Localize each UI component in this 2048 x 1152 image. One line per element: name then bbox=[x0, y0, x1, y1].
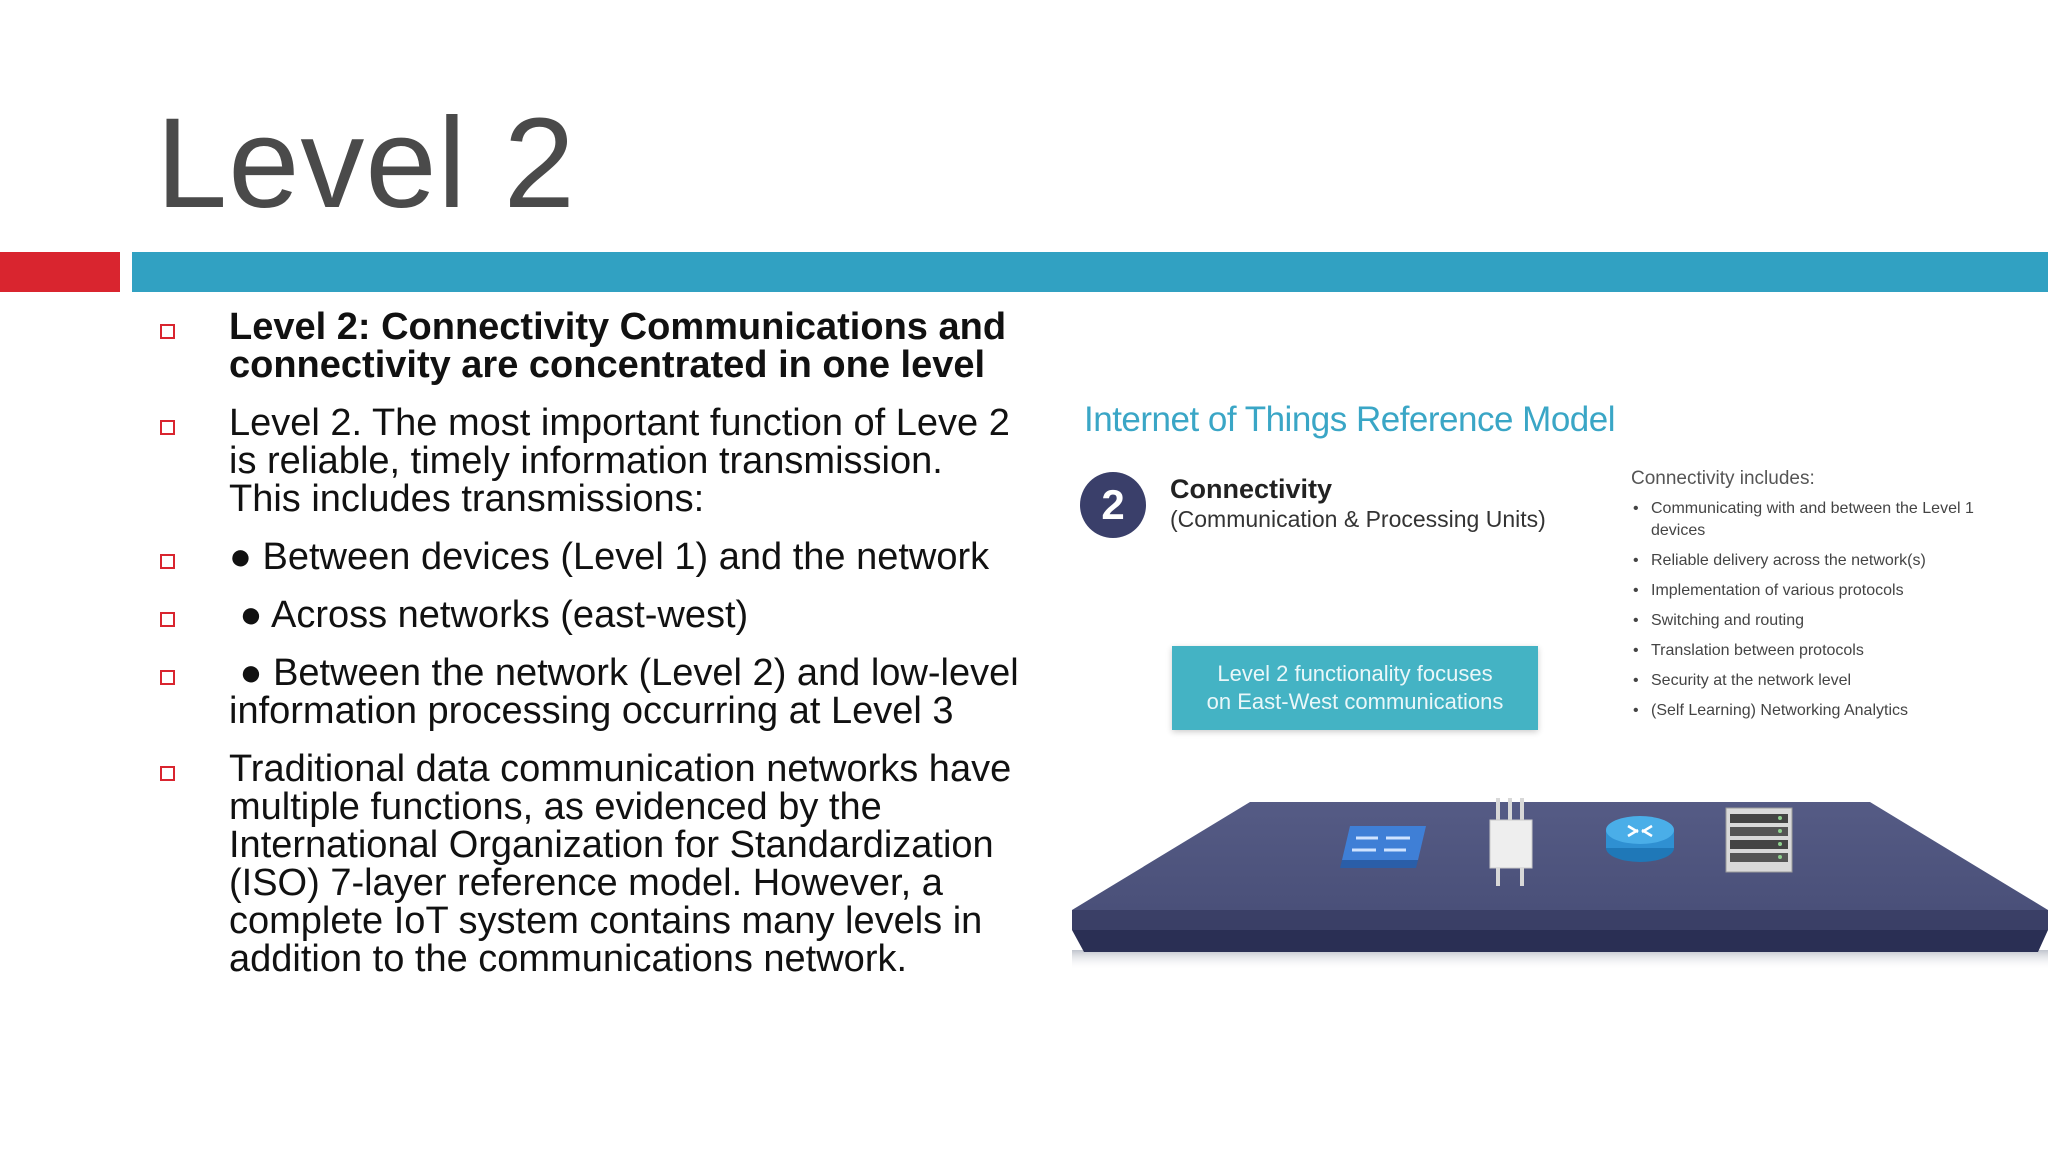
list-item: Reliable delivery across the network(s) bbox=[1631, 550, 2031, 572]
bullet-list: Level 2: Connectivity Communications and… bbox=[160, 308, 1020, 998]
callout-line: on East-West communications bbox=[1206, 689, 1504, 714]
bullet-text: Traditional data communication networks … bbox=[229, 748, 1012, 980]
bullet-item: ● Across networks (east-west) bbox=[160, 596, 1020, 634]
callout-line: Level 2 functionality focuses bbox=[1217, 661, 1493, 686]
bullet-item: ● Between the network (Level 2) and low-… bbox=[160, 654, 1020, 730]
network-platform bbox=[1072, 798, 2048, 970]
slide-title: Level 2 bbox=[156, 92, 576, 235]
list-item: Implementation of various protocols bbox=[1631, 580, 2031, 602]
square-bullet-icon bbox=[160, 324, 175, 339]
bullet-item: Traditional data communication networks … bbox=[160, 750, 1020, 978]
platform-shadow bbox=[1072, 950, 2048, 970]
accent-bar-teal bbox=[132, 252, 2048, 292]
includes-list: Communicating with and between the Level… bbox=[1631, 498, 2031, 730]
includes-title: Connectivity includes: bbox=[1631, 468, 1815, 489]
list-item: (Self Learning) Networking Analytics bbox=[1631, 700, 2031, 722]
switch-icon bbox=[1340, 826, 1426, 868]
list-item: Communicating with and between the Level… bbox=[1631, 498, 2031, 542]
figure-title: Internet of Things Reference Model bbox=[1084, 400, 1616, 439]
wireless-access-point-icon bbox=[1489, 798, 1533, 886]
list-item: Switching and routing bbox=[1631, 610, 2031, 632]
platform-top bbox=[1072, 802, 2048, 910]
connectivity-title: Connectivity bbox=[1170, 474, 1333, 504]
square-bullet-icon bbox=[160, 612, 175, 627]
platform-edge bbox=[1072, 910, 2048, 930]
bullet-item: Level 2. The most important function of … bbox=[160, 404, 1020, 518]
square-bullet-icon bbox=[160, 420, 175, 435]
bullet-text: ● Across networks (east-west) bbox=[229, 594, 749, 636]
connectivity-subtitle: (Communication & Processing Units) bbox=[1170, 506, 1546, 532]
bullet-text: Level 2: Connectivity Communications and… bbox=[229, 306, 1007, 386]
bullet-item: Level 2: Connectivity Communications and… bbox=[160, 308, 1020, 384]
bullet-text: ● Between devices (Level 1) and the netw… bbox=[229, 536, 990, 578]
bullet-text: ● Between the network (Level 2) and low-… bbox=[229, 652, 1019, 732]
bullet-item: ● Between devices (Level 1) and the netw… bbox=[160, 538, 1020, 576]
square-bullet-icon bbox=[160, 766, 175, 781]
callout-box: Level 2 functionality focuses on East-We… bbox=[1172, 646, 1538, 730]
accent-bar-red bbox=[0, 252, 120, 292]
list-item: Translation between protocols bbox=[1631, 640, 2031, 662]
platform-base bbox=[1072, 930, 2048, 952]
level-number-badge: 2 bbox=[1080, 472, 1146, 538]
server-rack-icon bbox=[1725, 807, 1793, 873]
square-bullet-icon bbox=[160, 670, 175, 685]
iot-reference-model-figure: Internet of Things Reference Model 2 Con… bbox=[1060, 380, 2048, 1000]
bullet-text: Level 2. The most important function of … bbox=[229, 402, 1010, 520]
square-bullet-icon bbox=[160, 554, 175, 569]
list-item: Security at the network level bbox=[1631, 670, 2031, 692]
router-icon bbox=[1606, 816, 1674, 862]
